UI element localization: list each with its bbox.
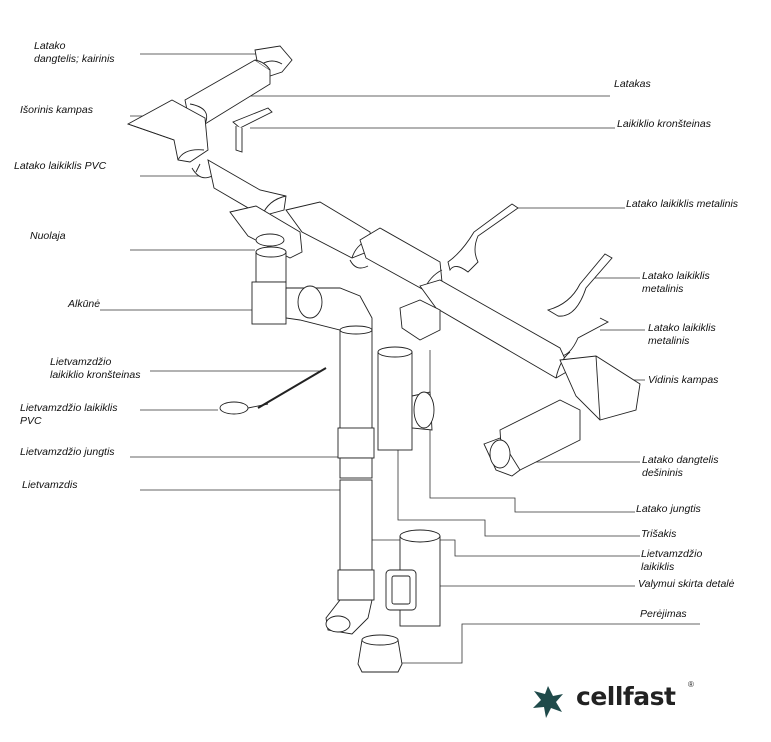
label-latako-laikiklis-metalinis-1: Latako laikiklis metalinis bbox=[626, 198, 739, 210]
downpipe-parts bbox=[219, 246, 441, 673]
label-nuolaja: Nuolaja bbox=[30, 230, 66, 242]
label-valymui-skirta-detale: Valymui skirta detalė bbox=[638, 578, 735, 590]
label-lietvamzdis: Lietvamzdis bbox=[22, 479, 78, 491]
cellfast-logo-mark bbox=[533, 686, 563, 718]
label-lietvamzdzio-jungtis: Lietvamzdžio jungtis bbox=[20, 446, 115, 458]
label-latako-laikiklis-pvc: Latako laikiklis PVC bbox=[14, 160, 107, 172]
label-perejimas: Perėjimas bbox=[640, 608, 687, 620]
label-latako-jungtis: Latako jungtis bbox=[636, 503, 701, 515]
label-lietvamzdzio-laikiklis-pvc: Lietvamzdžio laikiklis PVC bbox=[20, 402, 118, 427]
label-vidinis-kampas: Vidinis kampas bbox=[648, 374, 719, 386]
label-lietvamzdzio-laikiklis: Lietvamzdžio laikiklis bbox=[641, 548, 703, 573]
label-latako-laikiklis-metalinis-3: Latako laikiklis metalinis bbox=[648, 322, 716, 347]
label-lietvamzdzio-laikiklio-kronsteinas: Lietvamzdžio laikiklio kronšteinas bbox=[50, 356, 141, 381]
gutter-parts bbox=[126, 45, 641, 477]
label-latako-dangtelis-kairinis: Latako dangtelis; kairinis bbox=[34, 40, 115, 65]
label-latako-laikiklis-metalinis-2: Latako laikiklis metalinis bbox=[642, 270, 710, 295]
label-latako-dangtelis-desininis: Latako dangtelis dešininis bbox=[642, 454, 719, 479]
label-isorinis-kampas: Išorinis kampas bbox=[20, 104, 93, 116]
logo-registered-mark: ® bbox=[688, 680, 694, 689]
label-alkune: Alkūnė bbox=[68, 298, 101, 310]
cellfast-logo: cellfast ® bbox=[530, 680, 730, 720]
label-trisakis: Trišakis bbox=[641, 528, 677, 540]
label-latakas: Latakas bbox=[614, 78, 651, 90]
label-laikiklio-kronsteinas: Laikiklio kronšteinas bbox=[617, 118, 711, 130]
logo-text: cellfast bbox=[576, 682, 676, 711]
